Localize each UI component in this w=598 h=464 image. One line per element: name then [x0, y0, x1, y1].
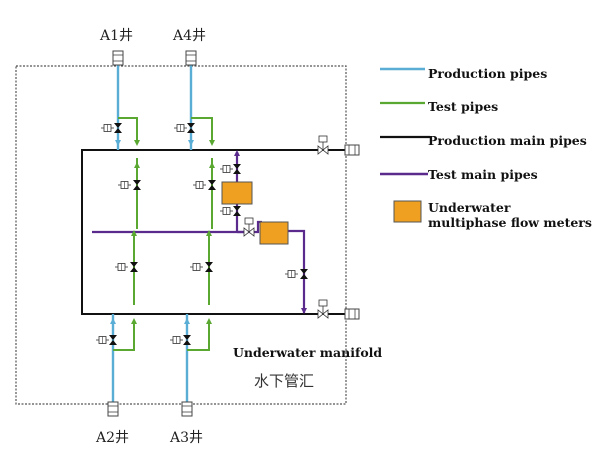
- test-pipes: [113, 117, 213, 351]
- legend-production-pipes: Production pipes: [428, 66, 547, 81]
- legend-swatch-flow-meter: [393, 200, 422, 223]
- legend-production-main-pipes: Production main pipes: [428, 133, 587, 148]
- flow-meter-1: [221, 181, 253, 205]
- legend-test-main-pipes: Test main pipes: [428, 167, 538, 182]
- manifold-boundary: [15, 65, 347, 405]
- legend-test-pipes: Test pipes: [428, 99, 498, 114]
- well-label-a2: A2井: [95, 430, 129, 446]
- legend: Production pipes Test pipes Production m…: [380, 66, 592, 230]
- well-label-a3: A3井: [169, 430, 203, 446]
- manifold-label-cn: 水下管汇: [254, 372, 314, 390]
- flow-arrows: [110, 140, 307, 324]
- well-label-a4: A4井: [172, 28, 206, 44]
- legend-flow-meters-line1: Underwater: [428, 200, 511, 215]
- connector-icons: [107, 50, 360, 417]
- main-line-valve-icons: [243, 135, 329, 319]
- manifold-label-en: Underwater manifold: [233, 345, 382, 360]
- well-label-a1: A1井: [99, 28, 133, 44]
- flow-meter-2: [259, 221, 289, 245]
- legend-flow-meters-line2: multiphase flow meters: [428, 215, 592, 230]
- production-main-pipe: [81, 149, 345, 315]
- production-pipes: [111, 58, 193, 406]
